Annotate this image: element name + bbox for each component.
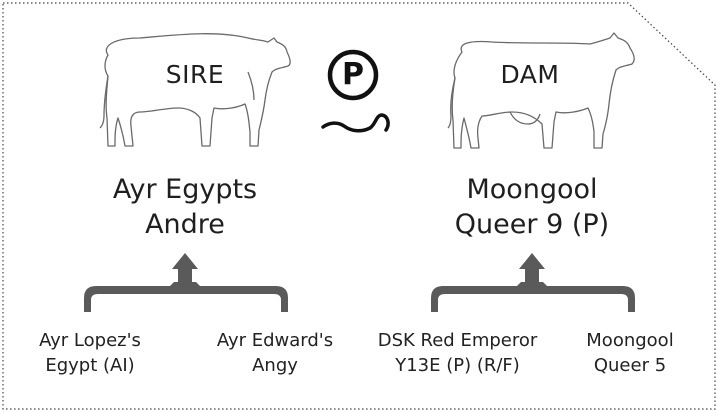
sire-name-line-2: Andre bbox=[145, 209, 225, 240]
dam-name-line-2: Queer 9 (P) bbox=[454, 209, 610, 240]
dam-cow-icon bbox=[447, 32, 635, 149]
dam-label: DAM bbox=[500, 60, 560, 89]
sire-parent-2-line-2: Angy bbox=[252, 355, 298, 376]
sire-parent-2: Ayr Edward's Angy bbox=[210, 328, 340, 378]
dam-parent-2-line-2: Queer 5 bbox=[593, 355, 667, 376]
dam-name-line-1: Moongool bbox=[466, 174, 598, 205]
sire-parent-1: Ayr Lopez's Egypt (AI) bbox=[25, 328, 155, 378]
dam-parent-1-line-1: DSK Red Emperor bbox=[377, 330, 538, 351]
sire-parent-1-line-1: Ayr Lopez's bbox=[39, 330, 141, 351]
dam-parent-1: DSK Red Emperor Y13E (P) (R/F) bbox=[370, 328, 545, 378]
sire-bull-icon bbox=[99, 33, 291, 147]
dam-parent-2: Moongool Queer 5 bbox=[570, 328, 690, 378]
polled-icon bbox=[321, 49, 390, 133]
sire-name: Ayr Egypts Andre bbox=[85, 172, 285, 242]
sire-parent-2-line-1: Ayr Edward's bbox=[216, 330, 334, 351]
poll-letter: P bbox=[342, 57, 364, 92]
dam-brace bbox=[431, 253, 635, 312]
sire-brace bbox=[84, 253, 288, 312]
dam-name: Moongool Queer 9 (P) bbox=[432, 172, 632, 242]
sire-parent-1-line-2: Egypt (AI) bbox=[45, 355, 135, 376]
dam-parent-1-line-2: Y13E (P) (R/F) bbox=[395, 355, 520, 376]
dam-parent-2-line-1: Moongool bbox=[586, 330, 674, 351]
sire-label: SIRE bbox=[165, 60, 225, 89]
sire-name-line-1: Ayr Egypts bbox=[112, 174, 258, 205]
